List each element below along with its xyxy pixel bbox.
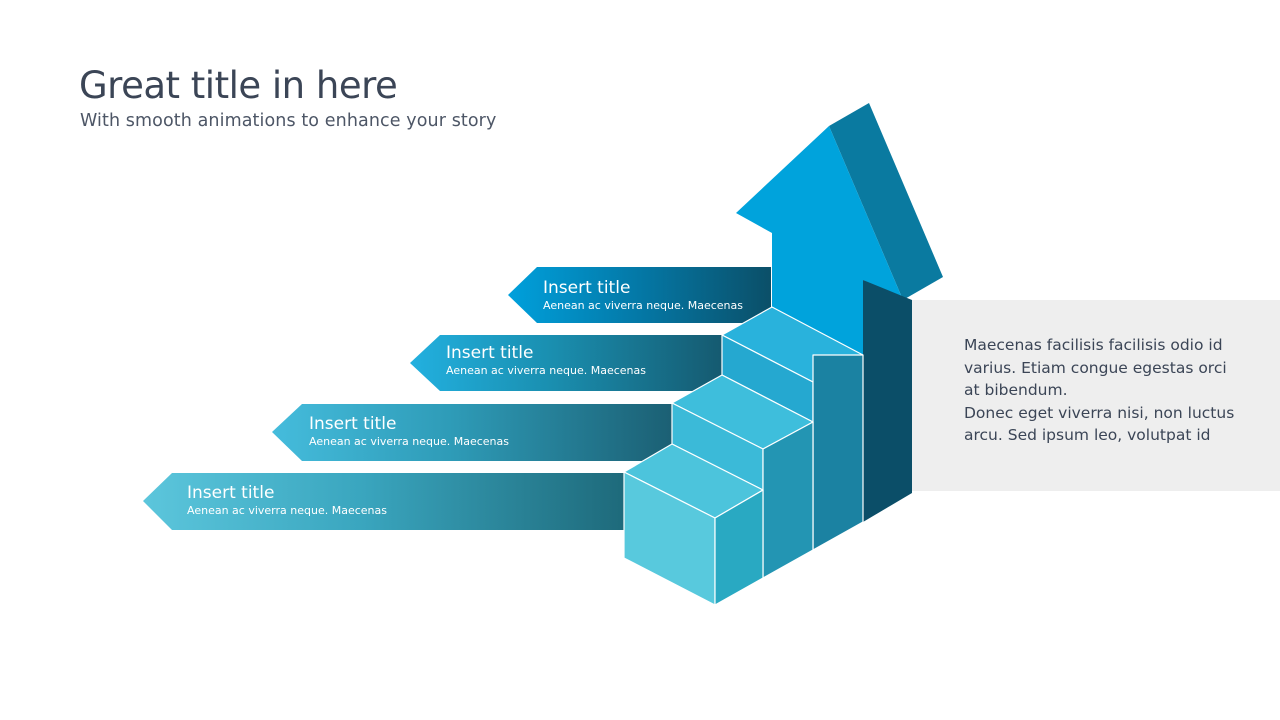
page-title: Great title in here <box>79 64 398 107</box>
info-panel-text: Maecenas facilisis facilisis odio id var… <box>964 334 1239 447</box>
step-2-banner <box>272 404 674 461</box>
step-3-banner <box>410 335 722 391</box>
info-paragraph-2: Donec eget viverra nisi, non luctus arcu… <box>964 403 1235 445</box>
step-3-side <box>762 421 814 579</box>
step-2-label: Insert title Aenean ac viverra neque. Ma… <box>309 414 509 449</box>
step-4-title: Insert title <box>543 278 631 298</box>
page-subtitle: With smooth animations to enhance your s… <box>80 111 497 131</box>
step-1-banner <box>143 473 624 530</box>
step-1-title: Insert title <box>187 483 275 503</box>
arrow-shaft-side <box>863 280 912 522</box>
step-4-description: Aenean ac viverra neque. Maecenas <box>543 299 743 312</box>
step-2-side <box>714 489 764 606</box>
step-4-label: Insert title Aenean ac viverra neque. Ma… <box>543 278 743 313</box>
step-4-side <box>812 354 864 551</box>
step-1-label: Insert title Aenean ac viverra neque. Ma… <box>187 483 387 518</box>
step-2-title: Insert title <box>309 414 397 434</box>
info-paragraph-1: Maecenas facilisis facilisis odio id var… <box>964 336 1227 399</box>
arrow-front-face <box>736 126 903 355</box>
step-3-label: Insert title Aenean ac viverra neque. Ma… <box>446 343 646 378</box>
step-3-title: Insert title <box>446 343 534 363</box>
arrow-side-face <box>829 103 943 300</box>
info-panel <box>912 300 1280 491</box>
step-1-description: Aenean ac viverra neque. Maecenas <box>187 504 387 517</box>
step-3-description: Aenean ac viverra neque. Maecenas <box>446 364 646 377</box>
step-4-banner <box>508 267 771 323</box>
step-2-description: Aenean ac viverra neque. Maecenas <box>309 435 509 448</box>
